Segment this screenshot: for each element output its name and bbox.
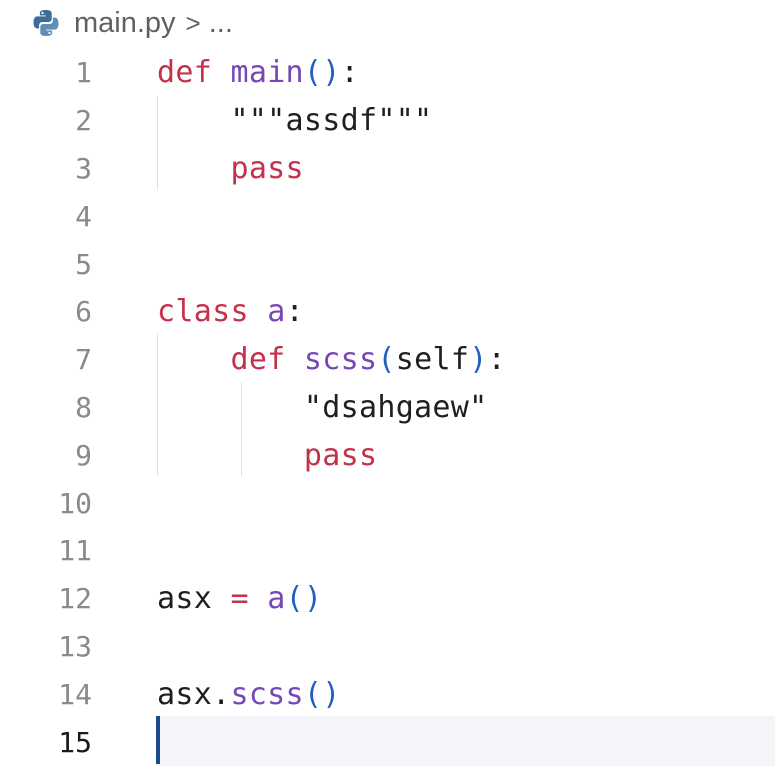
code-token: class xyxy=(157,294,249,330)
code-token: main xyxy=(230,55,304,91)
code-text[interactable]: def main(): xyxy=(157,55,359,90)
code-text[interactable]: "dsahgaew" xyxy=(157,390,488,425)
text-cursor xyxy=(156,716,160,764)
code-token: : xyxy=(285,294,304,330)
breadcrumb-separator: > xyxy=(185,7,201,38)
code-token: asx xyxy=(157,581,231,617)
code-token: () xyxy=(303,676,341,712)
line-number: 2 xyxy=(75,104,92,138)
breadcrumb-ellipsis[interactable]: ... xyxy=(208,6,233,39)
line-number: 3 xyxy=(75,151,92,185)
line-number: 9 xyxy=(75,438,92,472)
code-token: "dsahgaew" xyxy=(157,389,488,425)
code-token xyxy=(157,438,304,473)
code-text[interactable]: """assdf""" xyxy=(157,103,432,138)
code-token: : xyxy=(340,55,360,91)
code-token: () xyxy=(303,55,341,91)
code-line[interactable]: 8 "dsahgaew" xyxy=(0,384,775,432)
line-number: 8 xyxy=(75,390,92,424)
line-number: 5 xyxy=(75,247,92,281)
code-line[interactable]: 6 class a: xyxy=(0,288,775,336)
code-token xyxy=(157,151,230,186)
code-text[interactable]: pass xyxy=(157,151,304,186)
line-number: 11 xyxy=(58,534,92,568)
code-text[interactable]: pass xyxy=(157,438,377,473)
code-line[interactable]: 5 xyxy=(0,240,775,288)
code-token xyxy=(286,342,304,377)
code-line[interactable]: 15 xyxy=(0,718,775,766)
code-text[interactable]: def scss(self): xyxy=(157,342,506,377)
code-token xyxy=(249,294,267,329)
indent-guide xyxy=(241,382,242,476)
code-line[interactable]: 3 pass xyxy=(0,145,775,193)
breadcrumb[interactable]: main.py > ... xyxy=(30,0,233,46)
code-token: self xyxy=(395,342,470,378)
code-token: a xyxy=(267,581,286,617)
code-token: a xyxy=(267,294,286,330)
code-line[interactable]: 1 def main(): xyxy=(0,49,775,97)
line-number: 7 xyxy=(75,343,92,377)
code-token xyxy=(249,581,267,616)
line-number: 14 xyxy=(58,677,92,711)
code-token: asx. xyxy=(157,676,231,712)
code-token: def xyxy=(157,55,213,91)
code-line[interactable]: 4 xyxy=(0,192,775,240)
line-number: 4 xyxy=(75,199,92,233)
code-line[interactable]: 12 asx = a() xyxy=(0,575,775,623)
code-token: ) xyxy=(469,342,488,378)
code-line[interactable]: 11 xyxy=(0,527,775,575)
active-line-highlight xyxy=(157,716,775,766)
code-token xyxy=(212,55,230,90)
line-number: 15 xyxy=(58,725,92,759)
line-number: 6 xyxy=(75,295,92,329)
code-text[interactable]: asx = a() xyxy=(157,581,322,616)
code-line[interactable]: 13 xyxy=(0,623,775,671)
code-text[interactable]: class a: xyxy=(157,294,304,329)
code-token xyxy=(157,342,230,377)
code-text[interactable]: asx.scss() xyxy=(157,677,341,712)
breadcrumb-file[interactable]: main.py xyxy=(74,6,176,39)
code-line[interactable]: 10 xyxy=(0,479,775,527)
code-token: pass xyxy=(230,150,304,186)
code-token: : xyxy=(487,342,506,378)
indent-guide xyxy=(157,334,158,476)
python-file-icon xyxy=(33,10,59,36)
code-token: scss xyxy=(303,342,378,378)
code-token: = xyxy=(230,581,249,617)
code-token: () xyxy=(285,581,323,617)
code-token: def xyxy=(230,342,286,378)
line-number: 12 xyxy=(58,582,92,616)
code-token: pass xyxy=(303,437,378,473)
code-line[interactable]: 14 asx.scss() xyxy=(0,670,775,718)
indent-guide xyxy=(157,96,158,190)
code-line[interactable]: 2 """assdf""" xyxy=(0,97,775,145)
code-token: scss xyxy=(230,676,304,712)
line-number: 10 xyxy=(58,486,92,520)
code-line[interactable]: 7 def scss(self): xyxy=(0,336,775,384)
line-number: 1 xyxy=(75,56,92,90)
code-token: ( xyxy=(377,342,396,378)
code-line[interactable]: 9 pass xyxy=(0,431,775,479)
line-number: 13 xyxy=(58,629,92,663)
code-token: """assdf""" xyxy=(157,103,433,139)
